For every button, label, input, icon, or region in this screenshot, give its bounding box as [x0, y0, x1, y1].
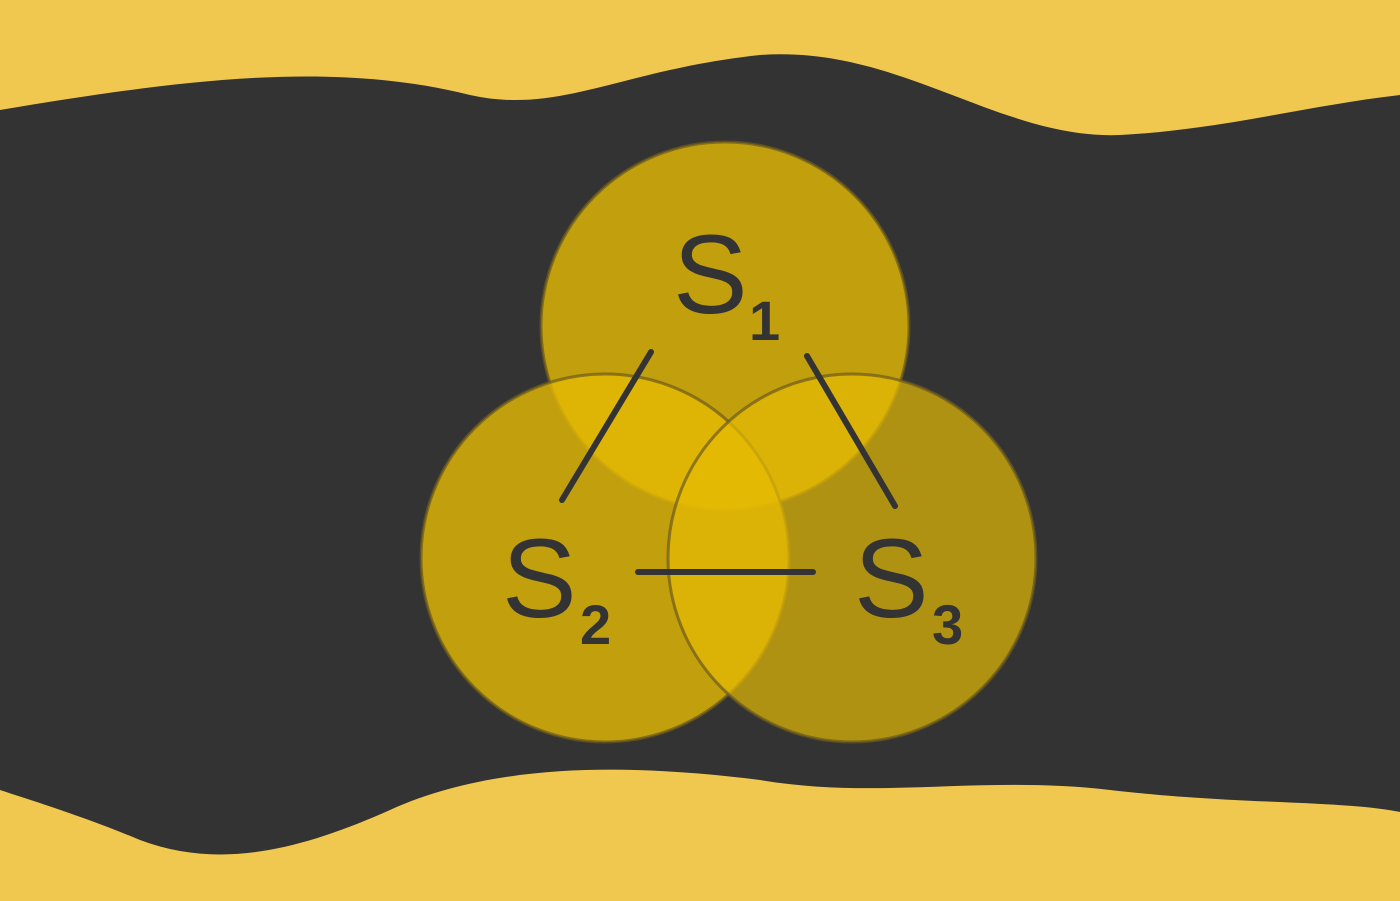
node-label-s3: S 3 [854, 516, 963, 656]
node-s2-letter: S [502, 516, 577, 641]
node-label-s1: S 1 [673, 212, 780, 352]
node-s3-subscript: 3 [932, 593, 963, 656]
edge-s1-s3 [804, 353, 898, 509]
circle-s3 [666, 372, 1038, 744]
node-label-s2: S 2 [502, 516, 611, 656]
circles-group [419, 140, 1038, 744]
node-s1-letter: S [673, 212, 748, 337]
node-s3-letter: S [854, 516, 929, 641]
node-s1-subscript: 1 [749, 289, 780, 352]
edge-s1-s2 [559, 349, 654, 503]
node-s2-subscript: 2 [580, 593, 611, 656]
edges-group [559, 349, 898, 575]
